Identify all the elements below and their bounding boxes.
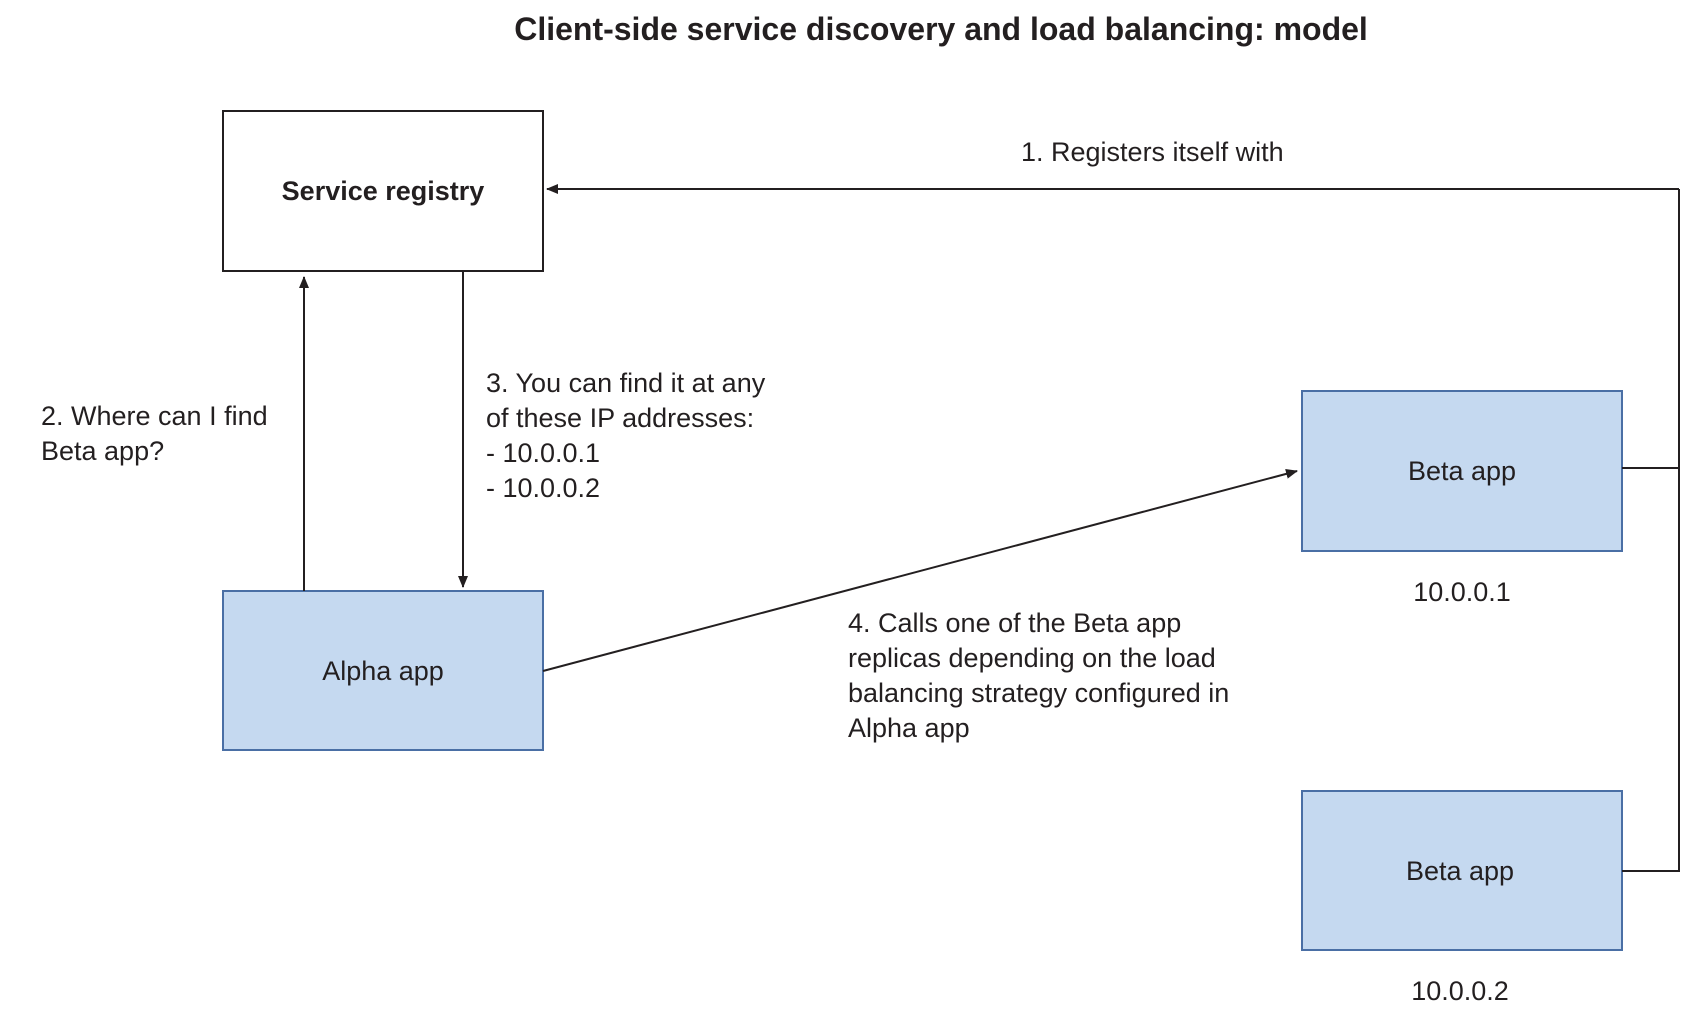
diagram-title: Client-side service discovery and load b… [514,11,1368,47]
beta-app-box-1 [1301,390,1623,552]
answer-label-line-1: 3. You can find it at any [486,368,766,398]
service-registry-label: Service registry [282,176,485,206]
edge-register: 1. Registers itself with [547,137,1680,872]
call-arrow [542,468,1298,672]
edge-call: 4. Calls one of the Beta app replicas de… [542,468,1298,743]
alpha-app-box [222,590,544,751]
edge-answer: 3. You can find it at any of these IP ad… [458,271,773,588]
alpha-app-label: Alpha app [322,656,444,686]
call-label-line-1: 4. Calls one of the Beta app [848,608,1181,638]
query-label-line-2: Beta app? [41,436,164,466]
call-label: 4. Calls one of the Beta app replicas de… [848,608,1237,743]
beta-app-node-1: Beta app 10.0.0.1 [1301,390,1623,607]
beta-app-node-2: Beta app 10.0.0.2 [1301,790,1623,1006]
register-bus-line [1622,467,1680,872]
call-label-line-2: replicas depending on the load [848,643,1216,673]
query-label: 2. Where can I find Beta app? [41,401,275,466]
answer-label-line-2: of these IP addresses: [486,403,754,433]
beta-app-box-2 [1301,790,1623,951]
register-label: 1. Registers itself with [1021,137,1284,167]
edge-query: 2. Where can I find Beta app? [41,276,309,591]
call-label-line-3: balancing strategy configured in [848,678,1229,708]
beta-app-label-2: Beta app [1406,856,1514,886]
alpha-app-node: Alpha app [222,590,544,751]
service-registry-box [222,110,544,272]
call-label-line-4: Alpha app [848,713,970,743]
beta-app-label-1: Beta app [1408,456,1516,486]
query-label-line-1: 2. Where can I find [41,401,268,431]
answer-label: 3. You can find it at any of these IP ad… [486,368,773,503]
service-registry-node: Service registry [222,110,544,272]
register-arrow [547,189,1680,468]
answer-label-line-3: - 10.0.0.1 [486,438,600,468]
register-label-line-1: 1. Registers itself with [1021,137,1284,167]
answer-label-line-4: - 10.0.0.2 [486,473,600,503]
beta-app-ip-2: 10.0.0.2 [1411,976,1509,1006]
beta-app-ip-1: 10.0.0.1 [1413,577,1511,607]
